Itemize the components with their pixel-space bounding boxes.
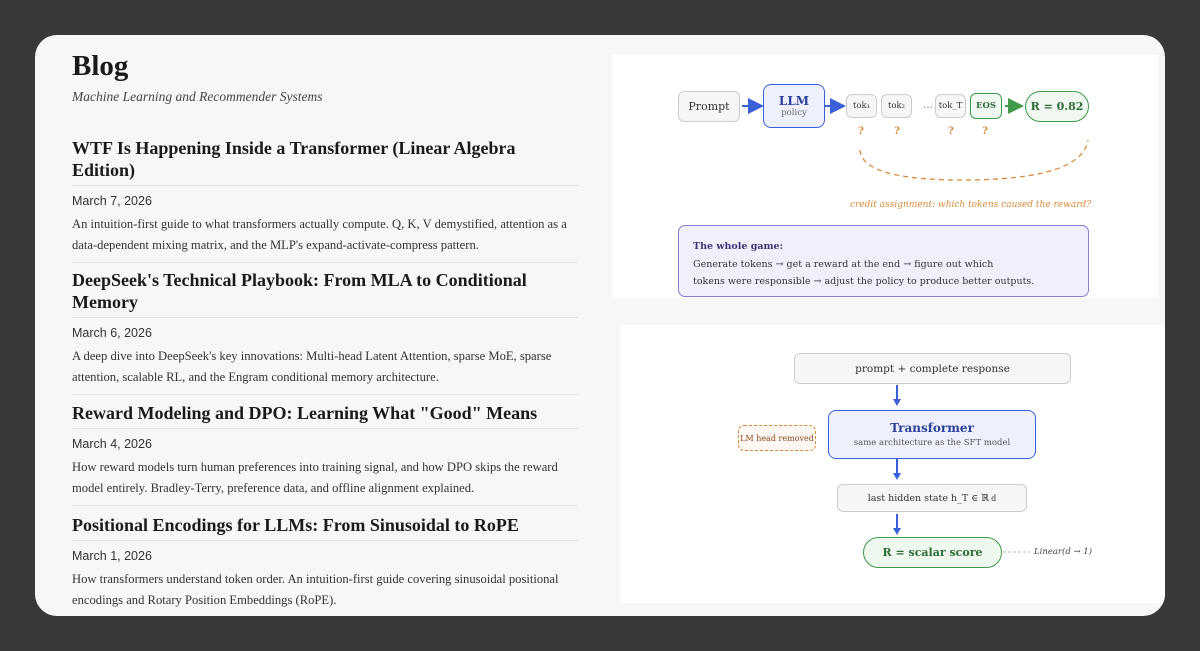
token-label: tok₂ bbox=[887, 101, 906, 111]
post-date: March 4, 2026 bbox=[72, 437, 152, 451]
lm-head-label: LM head removed bbox=[740, 433, 814, 443]
prompt-label: Prompt bbox=[688, 100, 730, 113]
credit-assignment-caption: credit assignment: which tokens caused t… bbox=[850, 200, 1092, 210]
post-date: March 1, 2026 bbox=[72, 549, 152, 563]
llm-node: LLM policy bbox=[763, 84, 825, 128]
llm-sublabel: policy bbox=[781, 108, 807, 118]
page-subtitle: Machine Learning and Recommender Systems bbox=[72, 89, 323, 104]
hidden-state-superscript: d bbox=[991, 493, 997, 503]
transformer-sublabel: same architecture as the SFT model bbox=[853, 438, 1011, 448]
hidden-state-label: last hidden state h_T ∈ ℝ bbox=[867, 492, 990, 504]
post-item: Positional Encodings for LLMs: From Sinu… bbox=[72, 514, 578, 611]
post-summary: How reward models turn human preferences… bbox=[72, 457, 578, 506]
token-label: tok_T bbox=[938, 101, 963, 111]
score-label: R = scalar score bbox=[882, 546, 983, 559]
score-node: R = scalar score bbox=[863, 537, 1002, 568]
prompt-node: Prompt bbox=[678, 91, 740, 122]
diagram-arrows bbox=[742, 98, 1089, 181]
browser-page: Blog Machine Learning and Recommender Sy… bbox=[35, 35, 1165, 616]
token-node: tok₁ bbox=[846, 94, 877, 118]
post-title-link[interactable]: Reward Modeling and DPO: Learning What "… bbox=[72, 402, 578, 429]
post-title-link[interactable]: WTF Is Happening Inside a Transformer (L… bbox=[72, 137, 578, 186]
reward-node: R = 0.82 bbox=[1025, 91, 1089, 122]
reward-model-diagram: prompt + complete response Transformer s… bbox=[620, 325, 1165, 603]
lm-head-removed-node: LM head removed bbox=[738, 425, 816, 451]
post-item: DeepSeek's Technical Playbook: From MLA … bbox=[72, 269, 578, 395]
llm-label: LLM bbox=[778, 94, 810, 108]
post-date: March 6, 2026 bbox=[72, 326, 152, 340]
input-node: prompt + complete response bbox=[794, 353, 1071, 384]
question-mark: ? bbox=[858, 126, 864, 137]
reward-label: R = 0.82 bbox=[1030, 100, 1084, 113]
rl-credit-assignment-diagram: Prompt LLM policy tok₁ tok₂ … tok_T EOS … bbox=[612, 55, 1158, 298]
blog-column: Blog Machine Learning and Recommender Sy… bbox=[72, 35, 578, 616]
token-node: tok₂ bbox=[881, 94, 912, 118]
post-summary: How transformers understand token order.… bbox=[72, 572, 559, 607]
note-line: tokens were responsible → adjust the pol… bbox=[693, 276, 1035, 287]
post-item: WTF Is Happening Inside a Transformer (L… bbox=[72, 137, 578, 263]
post-summary: An intuition-first guide to what transfo… bbox=[72, 214, 578, 263]
token-node: tok_T bbox=[935, 94, 966, 118]
transformer-label: Transformer bbox=[890, 421, 974, 435]
question-mark: ? bbox=[894, 126, 900, 137]
post-item: Reward Modeling and DPO: Learning What "… bbox=[72, 402, 578, 506]
input-label: prompt + complete response bbox=[855, 362, 1010, 375]
transformer-node: Transformer same architecture as the SFT… bbox=[828, 410, 1036, 459]
post-title-link[interactable]: Positional Encodings for LLMs: From Sinu… bbox=[72, 514, 578, 541]
page-title: Blog bbox=[72, 50, 129, 82]
ellipsis: … bbox=[923, 100, 933, 111]
linear-annotation: Linear(d → 1) bbox=[1034, 547, 1093, 557]
post-date: March 7, 2026 bbox=[72, 194, 152, 208]
question-mark: ? bbox=[948, 126, 954, 137]
question-mark: ? bbox=[982, 126, 988, 137]
eos-label: EOS bbox=[975, 101, 997, 111]
note-line: Generate tokens → get a reward at the en… bbox=[693, 259, 994, 270]
note-title: The whole game: bbox=[693, 241, 784, 252]
post-title-link[interactable]: DeepSeek's Technical Playbook: From MLA … bbox=[72, 269, 578, 318]
token-label: tok₁ bbox=[852, 101, 871, 111]
post-summary: A deep dive into DeepSeek's key innovati… bbox=[72, 346, 578, 395]
eos-node: EOS bbox=[970, 93, 1002, 119]
whole-game-note: The whole game: Generate tokens → get a … bbox=[678, 225, 1089, 297]
